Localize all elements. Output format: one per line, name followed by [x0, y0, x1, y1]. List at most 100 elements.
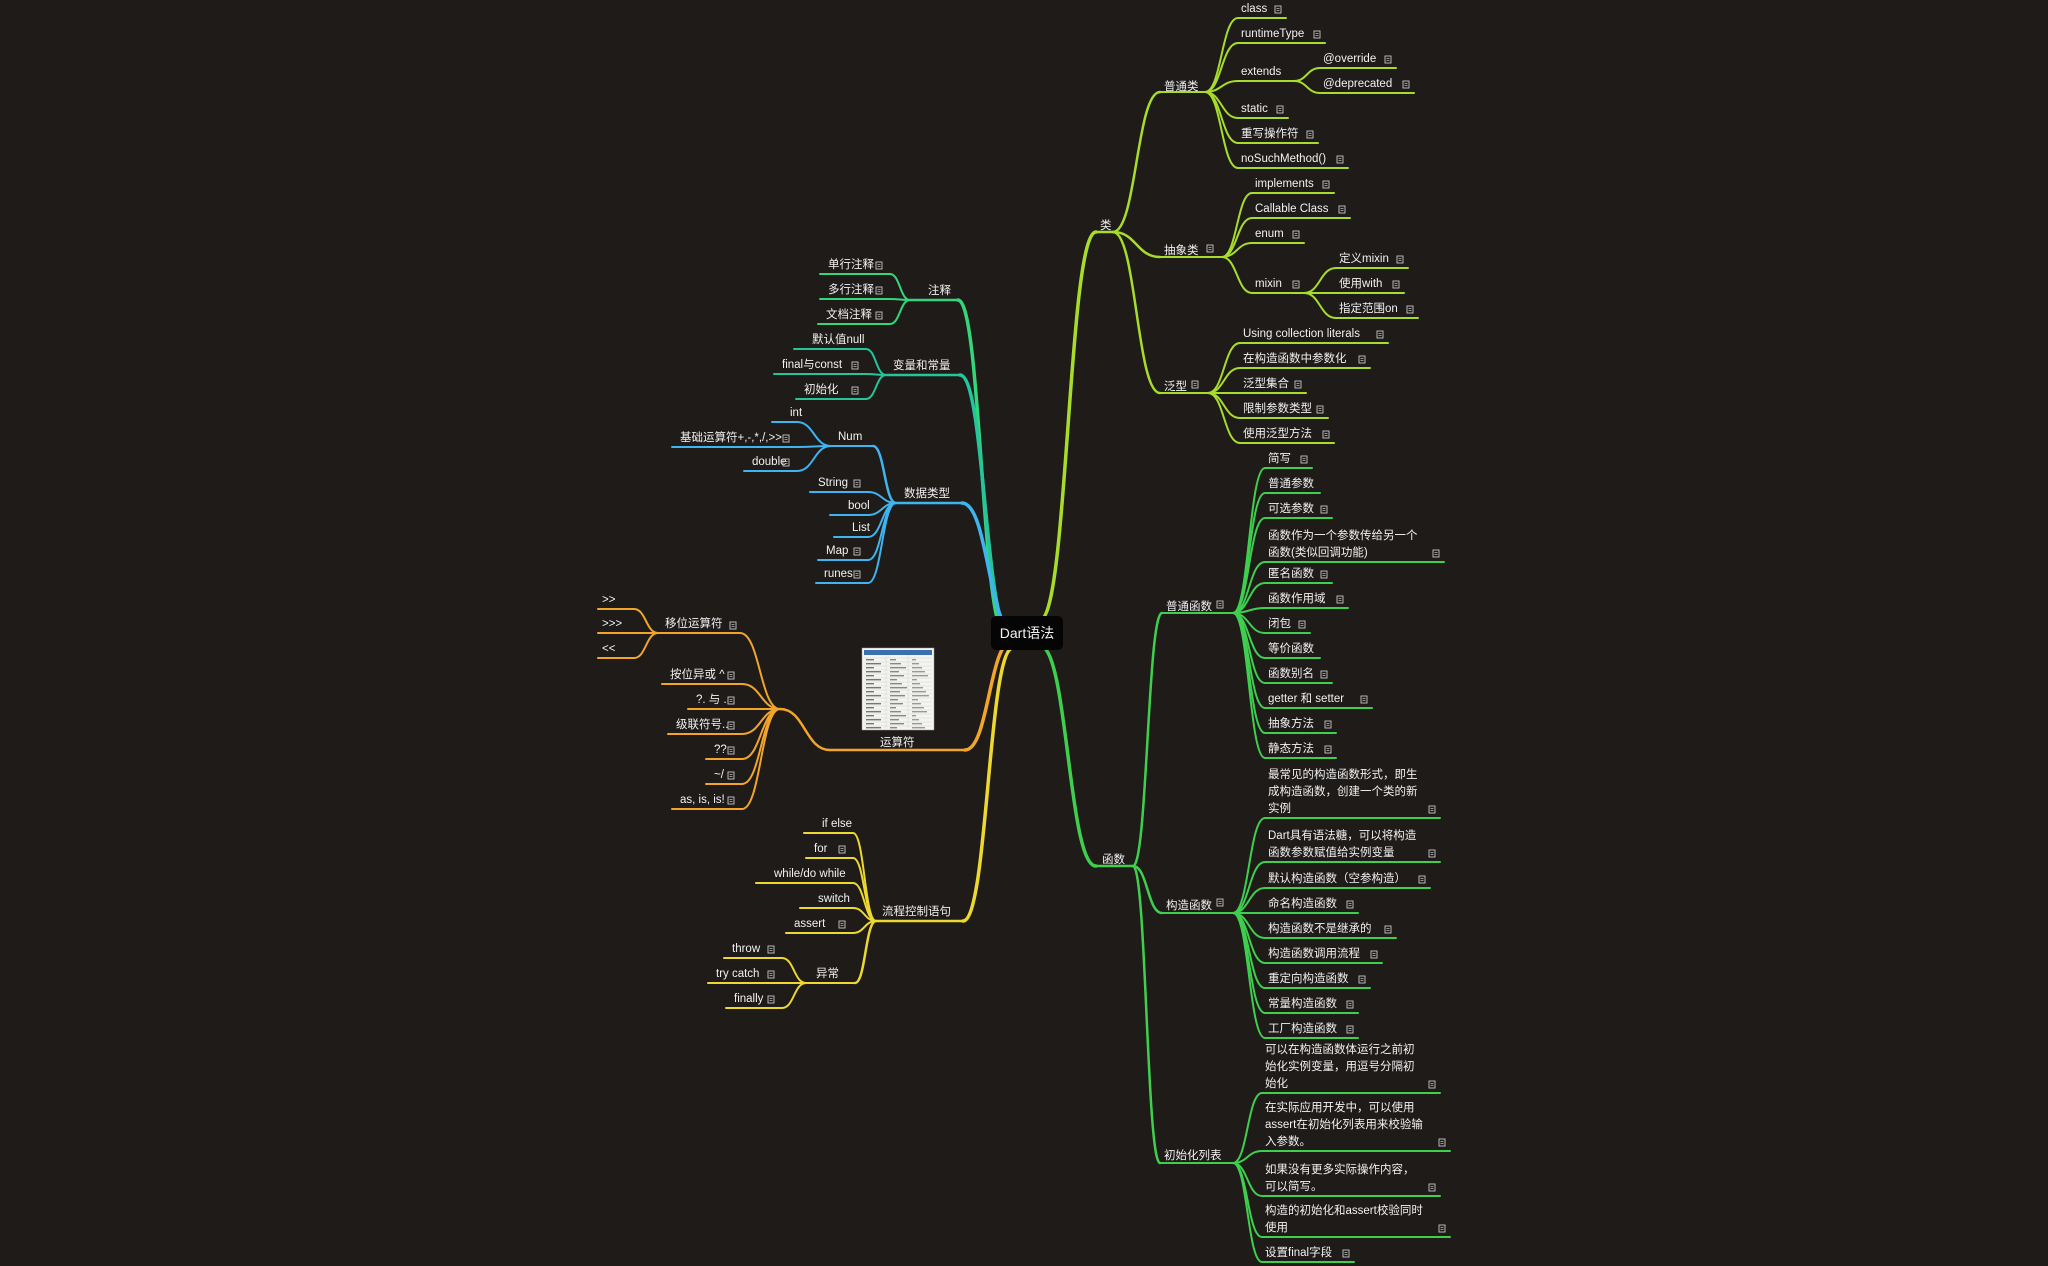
constructor-item-7-note-icon[interactable] — [1346, 1000, 1354, 1009]
datatype-item-4-note-icon[interactable] — [853, 570, 861, 579]
datatype-item-0-note-icon[interactable] — [853, 479, 861, 488]
operator-item-0-note-icon[interactable] — [727, 671, 735, 680]
ordinary-function-item-4-note-icon[interactable] — [1320, 570, 1328, 579]
abstract-class-item-3-note-icon[interactable] — [1292, 280, 1300, 289]
ordinary-class-item-3-label: static — [1241, 103, 1268, 115]
ordinary-function-item-0-note-icon[interactable] — [1300, 455, 1308, 464]
flow-item-4-note-icon[interactable] — [838, 920, 846, 929]
constructor-item-0-connector — [1232, 817, 1266, 914]
thumbnail-cell — [866, 683, 874, 685]
variable-item-2-note-icon[interactable] — [851, 386, 859, 395]
ordinary-function-item-9-note-icon[interactable] — [1360, 695, 1368, 704]
abstract-class-connector — [1111, 230, 1162, 259]
extends-child-0-note-icon[interactable] — [1384, 55, 1392, 64]
operator-item-1-note-icon[interactable] — [727, 696, 735, 705]
constructor-item-4-note-icon[interactable] — [1384, 925, 1392, 934]
operator-item-5-note-icon[interactable] — [727, 796, 735, 805]
ordinary-class-item-0-note-icon[interactable] — [1274, 5, 1282, 14]
initlist-item-2-label: 可以简写。 — [1265, 1179, 1323, 1193]
mixin-child-0-note-icon[interactable] — [1396, 255, 1404, 264]
abstract-class-item-1-label: Callable Class — [1255, 203, 1329, 215]
ordinary-function-item-2-connector — [1232, 517, 1266, 614]
root-topic[interactable]: Dart语法 — [991, 616, 1063, 650]
thumbnail-cell — [890, 723, 904, 725]
constructor-item-0-note-icon[interactable] — [1428, 805, 1436, 814]
operator-item-4-note-icon[interactable] — [727, 771, 735, 780]
mixin-child-0-label: 定义mixin — [1339, 251, 1389, 265]
initlist-item-0-label: 始化 — [1265, 1076, 1288, 1090]
ordinary-class-item-5-note-icon[interactable] — [1336, 155, 1344, 164]
num-item-2-note-icon[interactable] — [782, 458, 790, 467]
constructor-item-5-note-icon[interactable] — [1370, 950, 1378, 959]
thumbnail-cell — [890, 679, 897, 681]
constructor-item-8-note-icon[interactable] — [1346, 1025, 1354, 1034]
extends-child-1-note-icon[interactable] — [1402, 80, 1410, 89]
abstract-class-item-0-note-icon[interactable] — [1322, 180, 1330, 189]
generics-note-icon[interactable] — [1191, 380, 1199, 389]
thumbnail-cell — [890, 675, 904, 677]
initlist-item-1-note-icon[interactable] — [1438, 1138, 1446, 1147]
variable-item-2-label: 初始化 — [804, 382, 839, 396]
extends-child-0-label: @override — [1323, 53, 1376, 65]
branch-operators-label: 运算符 — [880, 735, 915, 749]
operator-table-thumbnail[interactable] — [861, 647, 935, 731]
initlist-item-4-note-icon[interactable] — [1342, 1249, 1350, 1258]
ordinary-function-item-8-note-icon[interactable] — [1320, 670, 1328, 679]
abstract-class-note-icon[interactable] — [1206, 244, 1214, 253]
comment-item-2-note-icon[interactable] — [875, 311, 883, 320]
generics-item-1-note-icon[interactable] — [1358, 355, 1366, 364]
ordinary-class-item-3-note-icon[interactable] — [1276, 105, 1284, 114]
constructor-item-6-note-icon[interactable] — [1358, 975, 1366, 984]
thumbnail-cell — [890, 663, 901, 665]
ordinary-function-item-2-note-icon[interactable] — [1320, 505, 1328, 514]
comment-item-0-note-icon[interactable] — [875, 261, 883, 270]
ordinary-function-item-5-note-icon[interactable] — [1336, 595, 1344, 604]
mixin-child-2-note-icon[interactable] — [1406, 305, 1414, 314]
operator-item-0-label: 按位异或 ^ — [670, 667, 725, 681]
ordinary-function-note-icon[interactable] — [1216, 600, 1224, 609]
mixin-child-1-note-icon[interactable] — [1392, 280, 1400, 289]
constructor-item-2-note-icon[interactable] — [1418, 875, 1426, 884]
ordinary-function-item-3-note-icon[interactable] — [1432, 549, 1440, 558]
variable-item-1-note-icon[interactable] — [851, 361, 859, 370]
mixin-child-1-label: 使用with — [1339, 276, 1382, 290]
shift-item-1-label: >>> — [602, 618, 622, 630]
exception-item-1-note-icon[interactable] — [767, 970, 775, 979]
flow-item-1-note-icon[interactable] — [838, 845, 846, 854]
initlist-item-0-note-icon[interactable] — [1428, 1080, 1436, 1089]
abstract-class-item-1-note-icon[interactable] — [1338, 205, 1346, 214]
exception-item-0-note-icon[interactable] — [767, 945, 775, 954]
datatype-item-3-note-icon[interactable] — [853, 547, 861, 556]
ordinary-function-item-2-label: 可选参数 — [1268, 501, 1314, 515]
constructor-item-1-note-icon[interactable] — [1428, 849, 1436, 858]
ordinary-function-item-6-note-icon[interactable] — [1298, 620, 1306, 629]
ordinary-class-item-4-note-icon[interactable] — [1306, 130, 1314, 139]
constructor-note-icon[interactable] — [1216, 898, 1224, 907]
thumbnail-cell — [912, 671, 925, 673]
generics-item-2-note-icon[interactable] — [1294, 380, 1302, 389]
generics-item-0-label: Using collection literals — [1243, 328, 1360, 340]
initlist-item-3-note-icon[interactable] — [1438, 1224, 1446, 1233]
root-topic-box[interactable] — [991, 616, 1063, 650]
thumbnail-cell — [890, 691, 900, 693]
thumbnail-cell — [866, 719, 881, 721]
exception-item-2-note-icon[interactable] — [767, 995, 775, 1004]
abstract-class-item-2-note-icon[interactable] — [1292, 230, 1300, 239]
operator-item-3-note-icon[interactable] — [727, 746, 735, 755]
ordinary-function-item-11-note-icon[interactable] — [1324, 745, 1332, 754]
num-item-1-note-icon[interactable] — [782, 434, 790, 443]
constructor-item-3-note-icon[interactable] — [1346, 900, 1354, 909]
shift-note-icon[interactable] — [729, 621, 737, 630]
generics-item-4-note-icon[interactable] — [1322, 430, 1330, 439]
generics-item-0-note-icon[interactable] — [1376, 330, 1384, 339]
ordinary-function-item-3-label: 函数(类似回调功能) — [1268, 545, 1368, 559]
generics-item-3-note-icon[interactable] — [1316, 405, 1324, 414]
thumbnail-cell — [890, 719, 899, 721]
thumbnail-cell — [866, 727, 881, 729]
initlist-item-2-note-icon[interactable] — [1428, 1183, 1436, 1192]
operator-item-2-note-icon[interactable] — [727, 721, 735, 730]
ordinary-class-item-1-note-icon[interactable] — [1313, 30, 1321, 39]
ordinary-function-item-10-note-icon[interactable] — [1324, 720, 1332, 729]
comment-item-1-note-icon[interactable] — [875, 286, 883, 295]
comment-item-1-label: 多行注释 — [828, 282, 874, 296]
